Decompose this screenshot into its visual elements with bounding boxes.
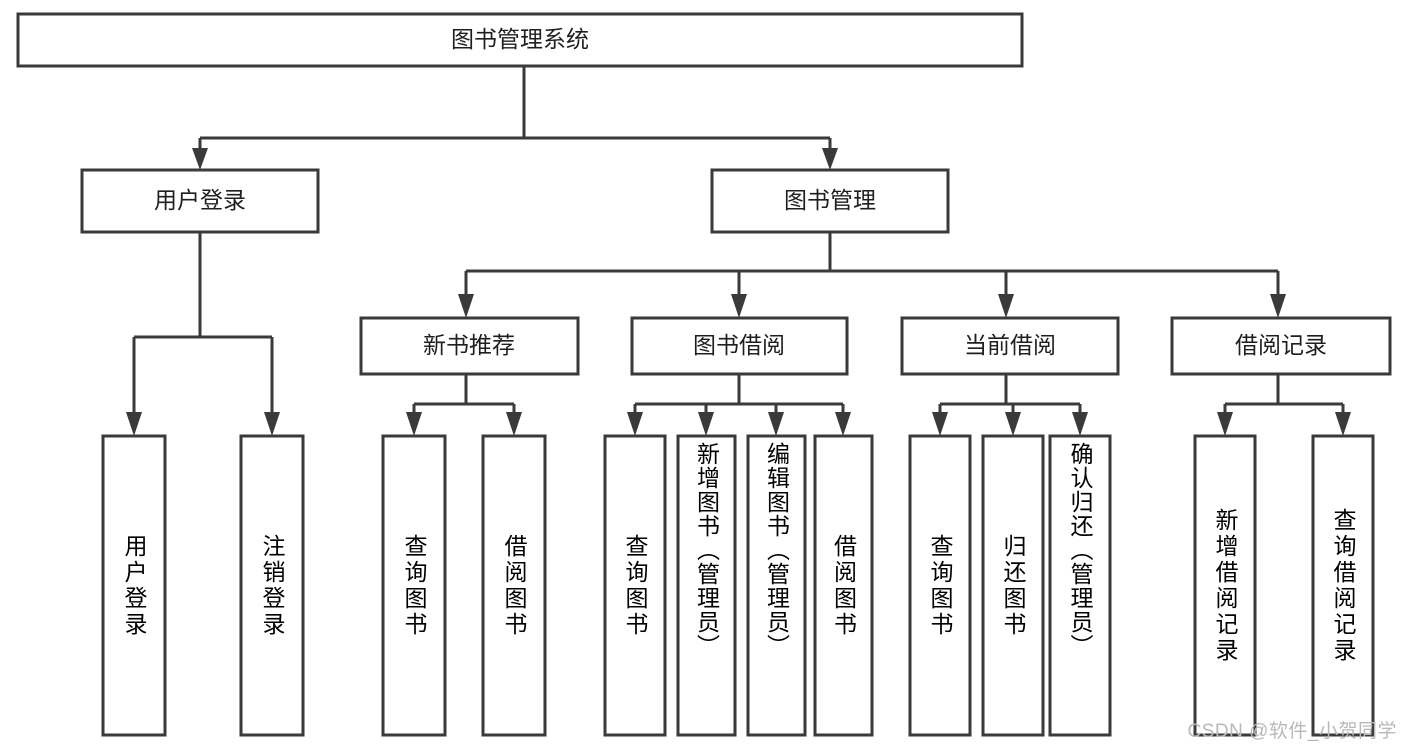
leaf-query-record[interactable]: 查询借阅记录 — [1311, 434, 1375, 737]
arrow-head-current-borrow — [998, 294, 1014, 318]
leaf-query-book-2-text-area: 查询图书 — [622, 533, 648, 638]
leaf-add-book-box[interactable] — [676, 434, 737, 737]
leaf-add-record-box[interactable] — [1193, 434, 1257, 737]
leaf-borrow-book-2[interactable]: 借阅图书 — [813, 434, 874, 737]
arrow-head-leaf-confirm-return — [1072, 412, 1088, 436]
leaf-query-book-2[interactable]: 查询图书 — [603, 434, 667, 737]
leaf-add-record-label: 新增借阅记录 — [1212, 507, 1238, 664]
leaf-return-book-text-area: 归还图书 — [1000, 533, 1026, 638]
leaf-query-record-label: 查询借阅记录 — [1330, 507, 1356, 664]
node-current-borrow-box[interactable] — [900, 316, 1120, 376]
arrow-head-leaf-query-book-1 — [406, 412, 422, 436]
arrow-head-leaf-query-book-2 — [627, 412, 643, 436]
node-book-borrow[interactable]: 图书借阅 — [630, 316, 849, 376]
arrow-head-leaf-borrow-book-1 — [506, 412, 522, 436]
leaf-query-book-1-box[interactable] — [381, 434, 447, 737]
node-borrow-record-label: 借阅记录 — [1235, 332, 1327, 358]
leaf-query-record-text-area: 查询借阅记录 — [1330, 507, 1356, 664]
leaf-query-book-1[interactable]: 查询图书 — [381, 434, 447, 737]
leaf-query-book-1-text-area: 查询图书 — [401, 533, 427, 638]
leaf-return-book-label: 归还图书 — [1000, 533, 1026, 638]
arrow-head-leaf-add-book — [698, 412, 714, 436]
leaf-logout-label: 注销登录 — [259, 533, 285, 638]
node-user-login-label: 用户登录 — [154, 187, 246, 213]
arrow-head-leaf-logout — [264, 412, 280, 436]
leaf-borrow-book-1-label: 借阅图书 — [501, 533, 527, 638]
connector-layer — [126, 66, 1351, 436]
arrow-head-book-manage — [822, 148, 838, 170]
leaf-query-book-3[interactable]: 查询图书 — [908, 434, 972, 737]
leaf-return-book[interactable]: 归还图书 — [981, 434, 1045, 737]
node-book-borrow-box[interactable] — [630, 316, 849, 376]
leaf-return-book-box[interactable] — [981, 434, 1045, 737]
arrow-head-leaf-user-login — [126, 412, 142, 436]
node-root-label: 图书管理系统 — [451, 26, 589, 52]
node-root[interactable]: 图书管理系统 — [16, 12, 1024, 68]
leaf-borrow-book-1-text-area: 借阅图书 — [501, 533, 527, 638]
leaf-borrow-book-1-box[interactable] — [481, 434, 547, 737]
node-book-borrow-label: 图书借阅 — [693, 332, 785, 358]
node-new-book-recommend-label: 新书推荐 — [423, 332, 515, 358]
node-book-manage-label: 图书管理 — [784, 187, 876, 213]
leaf-user-login-box[interactable] — [101, 434, 167, 737]
node-book-manage[interactable]: 图书管理 — [710, 168, 950, 234]
arrow-head-leaf-return-book — [1005, 412, 1021, 436]
leaf-query-book-2-label: 查询图书 — [622, 533, 648, 638]
leaf-query-book-3-text-area: 查询图书 — [927, 533, 953, 638]
arrow-head-leaf-query-record — [1335, 412, 1351, 436]
leaf-logout-box[interactable] — [239, 434, 305, 737]
node-new-book-recommend[interactable]: 新书推荐 — [359, 316, 580, 376]
leaf-borrow-book-2-box[interactable] — [813, 434, 874, 737]
leaf-edit-book[interactable]: 编辑图书（管理员） — [746, 434, 807, 737]
node-user-login[interactable]: 用户登录 — [80, 168, 320, 234]
leaf-add-record[interactable]: 新增借阅记录 — [1193, 434, 1257, 737]
leaf-query-record-box[interactable] — [1311, 434, 1375, 737]
leaf-confirm-return[interactable]: 确认归还（管理员） — [1048, 434, 1112, 737]
arrow-head-borrow-record — [1270, 294, 1286, 318]
leaf-user-login[interactable]: 用户登录 — [101, 434, 167, 737]
leaf-confirm-return-text-area: 确认归还（管理员） — [1067, 442, 1093, 658]
arrow-head-leaf-add-record — [1217, 412, 1233, 436]
arrow-head-user-login — [192, 148, 208, 170]
leaf-logout-text-area: 注销登录 — [259, 533, 285, 638]
leaf-logout[interactable]: 注销登录 — [239, 434, 305, 737]
leaf-edit-book-label: 编辑图书（管理员） — [763, 442, 790, 658]
arrow-head-leaf-edit-book — [768, 412, 784, 436]
leaf-add-book-label: 新增图书（管理员） — [693, 442, 720, 658]
leaf-borrow-book-2-label: 借阅图书 — [830, 533, 857, 638]
arrow-head-leaf-query-book-3 — [932, 412, 948, 436]
node-user-login-box[interactable] — [80, 168, 320, 234]
leaf-confirm-return-box[interactable] — [1048, 434, 1112, 737]
leaf-edit-book-text-area: 编辑图书（管理员） — [763, 442, 790, 658]
arrow-head-book-borrow — [731, 294, 747, 318]
node-book-manage-box[interactable] — [710, 168, 950, 234]
leaf-add-book-text-area: 新增图书（管理员） — [693, 442, 720, 658]
leaf-user-login-label: 用户登录 — [121, 533, 147, 638]
node-borrow-record[interactable]: 借阅记录 — [1170, 316, 1392, 376]
leaf-add-book[interactable]: 新增图书（管理员） — [676, 434, 737, 737]
leaf-confirm-return-label: 确认归还（管理员） — [1067, 442, 1093, 658]
leaf-query-book-3-box[interactable] — [908, 434, 972, 737]
leaf-borrow-book-2-text-area: 借阅图书 — [830, 533, 857, 638]
node-borrow-record-box[interactable] — [1170, 316, 1392, 376]
leaf-user-login-text-area: 用户登录 — [121, 533, 147, 638]
node-current-borrow[interactable]: 当前借阅 — [900, 316, 1120, 376]
leaf-query-book-1-label: 查询图书 — [401, 533, 427, 638]
node-root-box[interactable] — [16, 12, 1024, 68]
leaf-add-record-text-area: 新增借阅记录 — [1212, 507, 1238, 664]
leaf-query-book-2-box[interactable] — [603, 434, 667, 737]
arrow-head-new-book-recommend — [458, 294, 474, 318]
leaf-edit-book-box[interactable] — [746, 434, 807, 737]
node-new-book-recommend-box[interactable] — [359, 316, 580, 376]
node-current-borrow-label: 当前借阅 — [964, 332, 1056, 358]
arrow-head-leaf-borrow-book-2 — [835, 412, 851, 436]
leaf-borrow-book-1[interactable]: 借阅图书 — [481, 434, 547, 737]
leaf-query-book-3-label: 查询图书 — [927, 533, 953, 638]
